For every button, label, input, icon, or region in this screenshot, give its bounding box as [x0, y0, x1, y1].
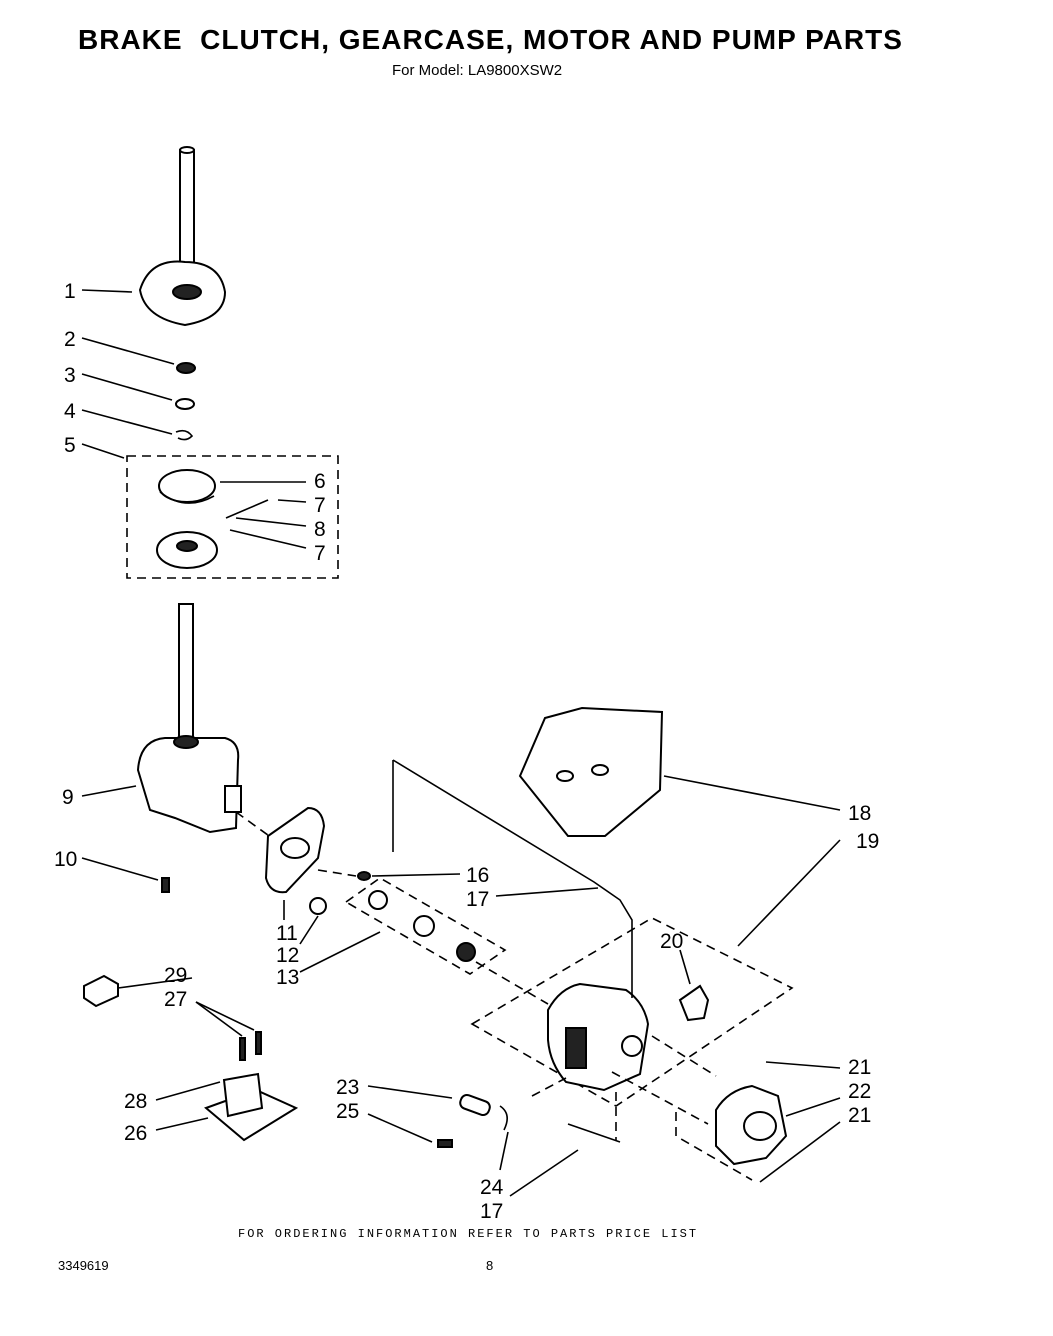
callout-4: 4: [64, 400, 76, 423]
part-18-motor-shield: [518, 706, 664, 837]
part-4-clip: [175, 429, 194, 441]
callout-17-upper: 17: [466, 888, 489, 911]
part-22-pump-cover: [715, 1084, 788, 1166]
callout-25: 25: [336, 1100, 359, 1123]
pump-parts-group-box: [344, 877, 507, 975]
callout-11: 11: [276, 922, 298, 945]
part-26-bracket: [204, 1072, 299, 1142]
callout-21-lower: 21: [848, 1104, 871, 1127]
part-29-block: [83, 974, 119, 1008]
callout-19: 19: [856, 830, 879, 853]
callout-10: 10: [54, 848, 77, 871]
part-24-clamp: [499, 1105, 508, 1131]
part-3-washer: [175, 398, 195, 410]
motor: [547, 982, 650, 1092]
ordering-note: FOR ORDERING INFORMATION REFER TO PARTS …: [238, 1227, 699, 1241]
callout-1: 1: [64, 280, 76, 303]
brake-assembly-group-box: [126, 455, 339, 579]
model-subtitle: For Model: LA9800XSW2: [392, 62, 563, 79]
part-11-seal-plate: [264, 806, 326, 894]
part-10-bolt: [161, 877, 170, 893]
callout-28: 28: [124, 1090, 147, 1113]
page-number: 8: [486, 1258, 494, 1273]
callout-24: 24: [480, 1176, 504, 1199]
callout-3: 3: [64, 364, 76, 387]
callout-16: 16: [466, 864, 489, 887]
callout-21-upper: 21: [848, 1056, 871, 1079]
callout-6: 6: [314, 470, 326, 493]
part-20-switch: [678, 984, 710, 1022]
leader-lines: [81, 289, 841, 1197]
callout-13: 13: [276, 966, 299, 989]
part-7-8-springs: [225, 499, 269, 519]
callout-8: 8: [314, 518, 326, 541]
callout-18: 18: [848, 802, 871, 825]
callout-7-lower: 7: [314, 542, 326, 565]
callout-9: 9: [62, 786, 74, 809]
callout-2: 2: [64, 328, 76, 351]
document-number: 3349619: [58, 1258, 109, 1273]
page-title: BRAKE CLUTCH, GEARCASE, MOTOR AND PUMP P…: [78, 24, 903, 55]
callout-7-upper: 7: [314, 494, 326, 517]
callout-5: 5: [64, 434, 76, 457]
part-12-plug: [309, 897, 327, 915]
part-17-hose-lower: [567, 1123, 621, 1143]
part-16-pin: [357, 871, 371, 881]
part-25-screw: [437, 1139, 453, 1148]
callout-20: 20: [660, 930, 683, 953]
callout-labels: 1 2 3 4 5 6 7 8 7 9 10 11 12 13 16 17 18…: [54, 280, 879, 1223]
callout-12: 12: [276, 944, 299, 967]
callout-26: 26: [124, 1122, 147, 1145]
part-2-washer: [176, 362, 196, 374]
part-1-brake-housing: [138, 146, 227, 327]
part-27-screws: [239, 1031, 262, 1061]
callout-27: 27: [164, 988, 187, 1011]
callout-29: 29: [164, 964, 187, 987]
brake-drum: [156, 531, 218, 569]
part-6-brake-band: [158, 469, 216, 504]
part-9-gearcase: [136, 603, 242, 834]
callout-17-lower: 17: [480, 1200, 503, 1223]
callout-23: 23: [336, 1076, 359, 1099]
part-13-pump-parts: [368, 890, 476, 962]
callout-22: 22: [848, 1080, 871, 1103]
part-23-capacitor: [459, 1093, 491, 1117]
